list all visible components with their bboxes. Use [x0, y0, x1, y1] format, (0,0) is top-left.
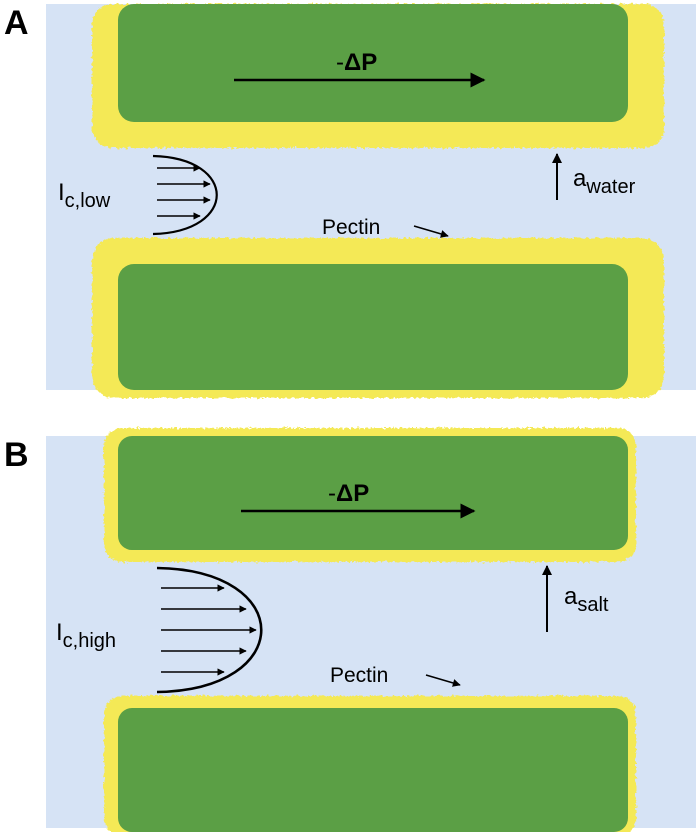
pectin-annotation: Pectin — [322, 216, 449, 239]
panel-letter: A — [4, 4, 29, 42]
flow-profile: Ic,high — [56, 566, 263, 694]
current-label: Ic,low — [58, 179, 111, 212]
pectin-annotation: Pectin — [330, 664, 461, 687]
bottom-cell — [92, 238, 664, 398]
flow-profile: Ic,low — [58, 154, 218, 236]
top-cell — [104, 428, 636, 562]
cell-interior — [118, 264, 628, 390]
velocity-profile-curve — [152, 154, 218, 236]
pectin-label: Pectin — [330, 664, 388, 687]
pressure-label: -ΔP — [336, 49, 377, 76]
panel-b: -ΔP Ic,high asalt Pectin B — [4, 428, 696, 832]
activity-indicator: asalt — [542, 565, 609, 632]
cell-interior — [118, 436, 628, 550]
pressure-gradient: -ΔP — [234, 49, 486, 88]
panel-a: -ΔP Ic,low awater Pectin A — [4, 4, 696, 398]
pressure-gradient: -ΔP — [241, 480, 476, 519]
cell-interior — [118, 708, 628, 832]
panel-letter: B — [4, 436, 29, 474]
activity-label: asalt — [564, 583, 609, 616]
velocity-profile-curve — [156, 566, 263, 694]
top-cell — [92, 4, 664, 148]
pectin-label: Pectin — [322, 216, 380, 239]
pectin-pointer-arrow — [413, 225, 449, 238]
pressure-label: -ΔP — [328, 480, 369, 507]
current-label: Ic,high — [56, 619, 116, 652]
pectin-pointer-arrow — [425, 674, 461, 687]
activity-label: awater — [573, 165, 636, 198]
bottom-cell — [104, 696, 636, 832]
activity-indicator: awater — [552, 153, 636, 200]
cell-interior — [118, 4, 628, 122]
